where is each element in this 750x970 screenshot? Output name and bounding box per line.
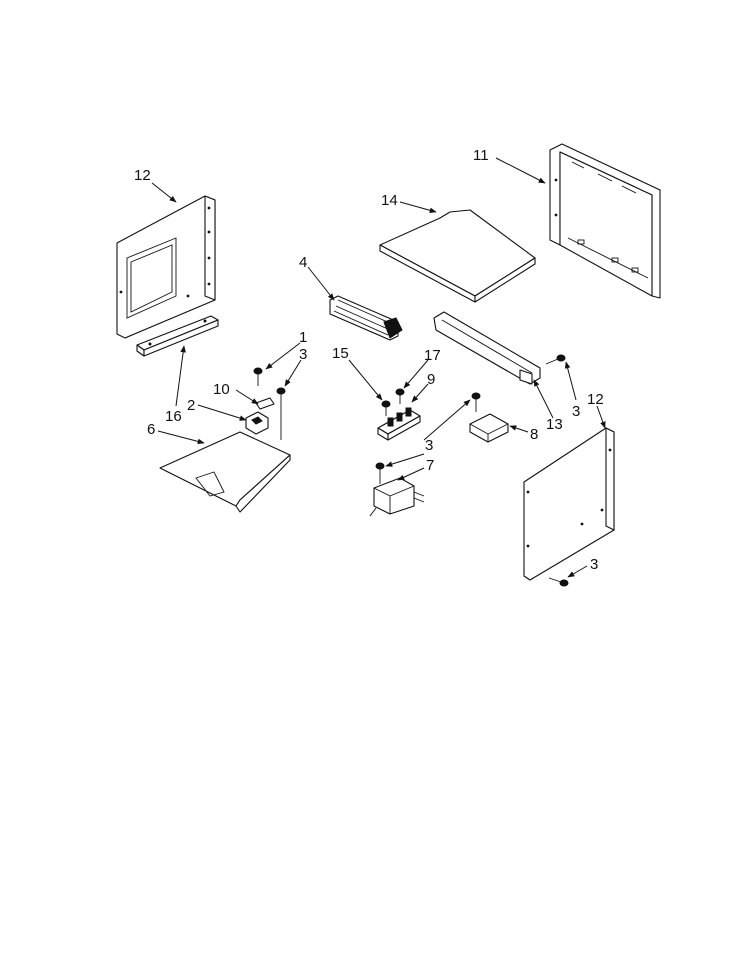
right-side-panel: [523, 427, 615, 581]
callout-7: 7: [426, 457, 434, 474]
callout-14: 14: [381, 192, 398, 209]
callout-11: 11: [473, 147, 489, 164]
left-side-panel: [116, 195, 216, 339]
callout-4: 4: [299, 254, 307, 271]
screw-3-rail: [545, 354, 566, 365]
callout-3-mid: 3: [425, 437, 433, 454]
callout-3-rail: 3: [572, 403, 580, 420]
callout-15: 15: [332, 345, 349, 362]
callout-12-left: 12: [134, 167, 151, 184]
screw-1: [253, 367, 263, 386]
top-panel: [379, 209, 536, 303]
bottom-shield: [159, 431, 291, 513]
callout-10: 10: [213, 381, 230, 398]
door-switch: [245, 397, 275, 435]
callout-9: 9: [427, 371, 435, 388]
mounting-bracket: [136, 315, 219, 357]
callout-12-right: 12: [587, 391, 604, 408]
callout-3-left: 3: [299, 346, 307, 363]
callout-17: 17: [424, 347, 441, 364]
callout-1: 1: [299, 329, 307, 346]
screw-15: [381, 400, 391, 416]
rear-panel: [549, 143, 661, 299]
callout-13: 13: [546, 416, 563, 433]
callout-2: 2: [187, 397, 195, 414]
screw-3-transformer: [375, 462, 385, 484]
transformer: [369, 477, 425, 517]
callout-8: 8: [530, 426, 538, 443]
relay-module: [469, 413, 509, 443]
terminal-block: [377, 407, 421, 441]
support-rail: [433, 311, 541, 385]
callout-3-bottom-right: 3: [590, 556, 598, 573]
leader-lines: [151, 157, 606, 578]
screw-3-bottom-right: [548, 577, 569, 587]
screw-3-left: [276, 387, 286, 440]
callout-16: 16: [165, 408, 182, 425]
callout-labels: 12 11 14 4 1 3 10 2 16 6 15 17 9 3 7 8 1…: [134, 147, 604, 573]
screw-3-relay: [471, 392, 481, 412]
callout-6: 6: [147, 421, 155, 438]
screw-17: [395, 388, 405, 404]
convection-fan-assembly: [329, 295, 403, 341]
